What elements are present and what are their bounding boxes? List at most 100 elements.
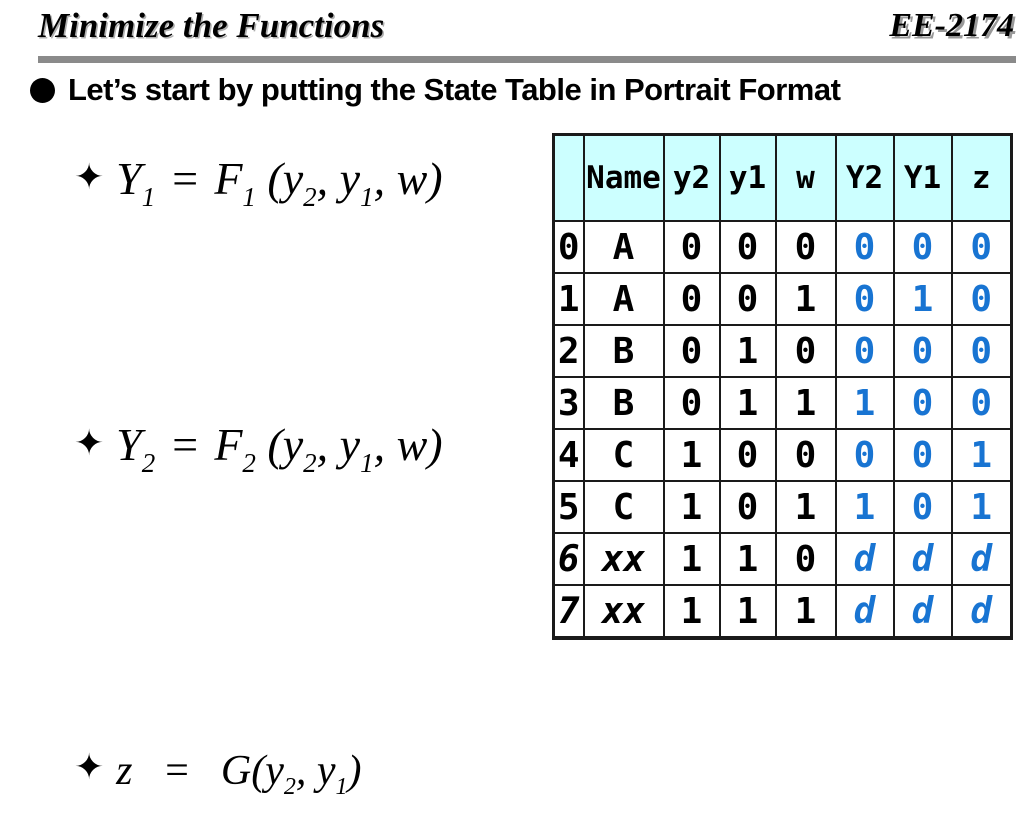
formula-fn: G(y — [220, 748, 284, 794]
table-cell: d — [892, 584, 953, 639]
formula-lhs: Y — [116, 153, 142, 204]
column-header: w — [774, 133, 837, 222]
formula-fn: F — [214, 419, 243, 470]
formula-fn-sub: 1 — [242, 182, 256, 212]
formula-arg-sub: 2 — [303, 182, 317, 212]
table-cell: d — [950, 532, 1013, 586]
formula-arg-sub: 1 — [360, 448, 374, 478]
table-cell: C — [582, 480, 665, 534]
column-header: z — [950, 133, 1013, 222]
header-divider — [38, 56, 1016, 63]
table-cell: B — [582, 324, 665, 378]
table-cell: 1 — [774, 584, 837, 639]
table-cell: 0 — [892, 324, 953, 378]
formula-lhs: Y — [116, 419, 142, 470]
table-cell: 0 — [950, 324, 1013, 378]
formula-arg: , y — [316, 153, 361, 204]
formula-y2: ✦Y2=F2 (y2, y1, w) — [74, 418, 443, 479]
formula-y1: ✦Y1=F1 (y2, y1, w) — [74, 152, 443, 213]
table-cell: 0 — [892, 428, 953, 482]
column-header: y2 — [662, 133, 721, 222]
table-cell: 0 — [950, 220, 1013, 274]
table-cell: 0 — [662, 324, 721, 378]
table-cell: d — [834, 584, 895, 639]
column-header: Y2 — [834, 133, 895, 222]
table-cell: 1 — [552, 272, 585, 326]
formula-arg: (y — [267, 153, 304, 204]
table-cell: 1 — [718, 324, 777, 378]
formula-fn-sub: 2 — [242, 448, 256, 478]
table-cell: 0 — [950, 272, 1013, 326]
table-cell: 1 — [718, 584, 777, 639]
formula-arg: ) — [347, 748, 362, 794]
table-cell: 0 — [662, 272, 721, 326]
table-header-row: Name y2 y1 w Y2 Y1 z — [552, 133, 1013, 222]
table-cell: 7 — [552, 584, 585, 639]
equals-sign: = — [169, 419, 201, 470]
table-cell: 0 — [774, 220, 837, 274]
table-cell: B — [582, 376, 665, 430]
table-cell: 6 — [552, 532, 585, 586]
formula-arg-sub: 1 — [360, 182, 374, 212]
column-header: Name — [582, 133, 665, 222]
table-cell: 0 — [718, 272, 777, 326]
formula-arg-sub: 1 — [335, 774, 348, 800]
star-bullet-icon: ✦ — [74, 423, 105, 463]
formula-z: ✦ z = G(y2, y1) — [74, 746, 362, 801]
table-cell: 0 — [892, 376, 953, 430]
formula-arg: , w) — [373, 419, 443, 470]
table-cell: 0 — [834, 428, 895, 482]
formula-arg: , y — [316, 419, 361, 470]
table-cell: 1 — [774, 376, 837, 430]
table-cell: 0 — [662, 220, 721, 274]
table-cell: xx — [582, 584, 665, 639]
equals-sign: = — [162, 748, 191, 794]
star-bullet-icon: ✦ — [74, 157, 105, 197]
table-cell: 0 — [662, 376, 721, 430]
course-code: EE-2174 — [889, 7, 1014, 44]
formula-arg: , y — [295, 748, 336, 794]
star-bullet-icon: ✦ — [74, 747, 105, 787]
bullet-heading: Let’s start by putting the State Table i… — [30, 72, 841, 108]
table-cell: 4 — [552, 428, 585, 482]
formula-arg: , w) — [373, 153, 443, 204]
table-cell: 1 — [834, 480, 895, 534]
table-cell: 0 — [774, 428, 837, 482]
table-cell: 0 — [892, 220, 953, 274]
formula-fn-sub: 2 — [283, 774, 296, 800]
table-cell: 1 — [662, 532, 721, 586]
table-cell: 0 — [718, 220, 777, 274]
column-header — [552, 133, 585, 222]
table-cell: 1 — [774, 272, 837, 326]
column-header: Y1 — [892, 133, 953, 222]
table-cell: 1 — [662, 428, 721, 482]
formula-lhs-sub: 1 — [141, 182, 156, 212]
formula-lhs-sub: 2 — [141, 448, 156, 478]
table-cell: 1 — [950, 428, 1013, 482]
table-cell: A — [582, 272, 665, 326]
formula-arg: (y — [267, 419, 304, 470]
table-cell: C — [582, 428, 665, 482]
table-cell: 1 — [662, 584, 721, 639]
formula-lhs: z — [116, 748, 133, 794]
table-cell: 0 — [774, 324, 837, 378]
table-cell: 0 — [950, 376, 1013, 430]
table-cell: 3 — [552, 376, 585, 430]
table-cell: d — [834, 532, 895, 586]
table-cell: d — [892, 532, 953, 586]
table-cell: 5 — [552, 480, 585, 534]
formula-fn: F — [214, 153, 243, 204]
table-cell: 1 — [718, 532, 777, 586]
equals-sign: = — [169, 153, 201, 204]
table-cell: 0 — [774, 532, 837, 586]
table-cell: 1 — [892, 272, 953, 326]
table-cell: 1 — [718, 376, 777, 430]
table-cell: 2 — [552, 324, 585, 378]
table-cell: A — [582, 220, 665, 274]
